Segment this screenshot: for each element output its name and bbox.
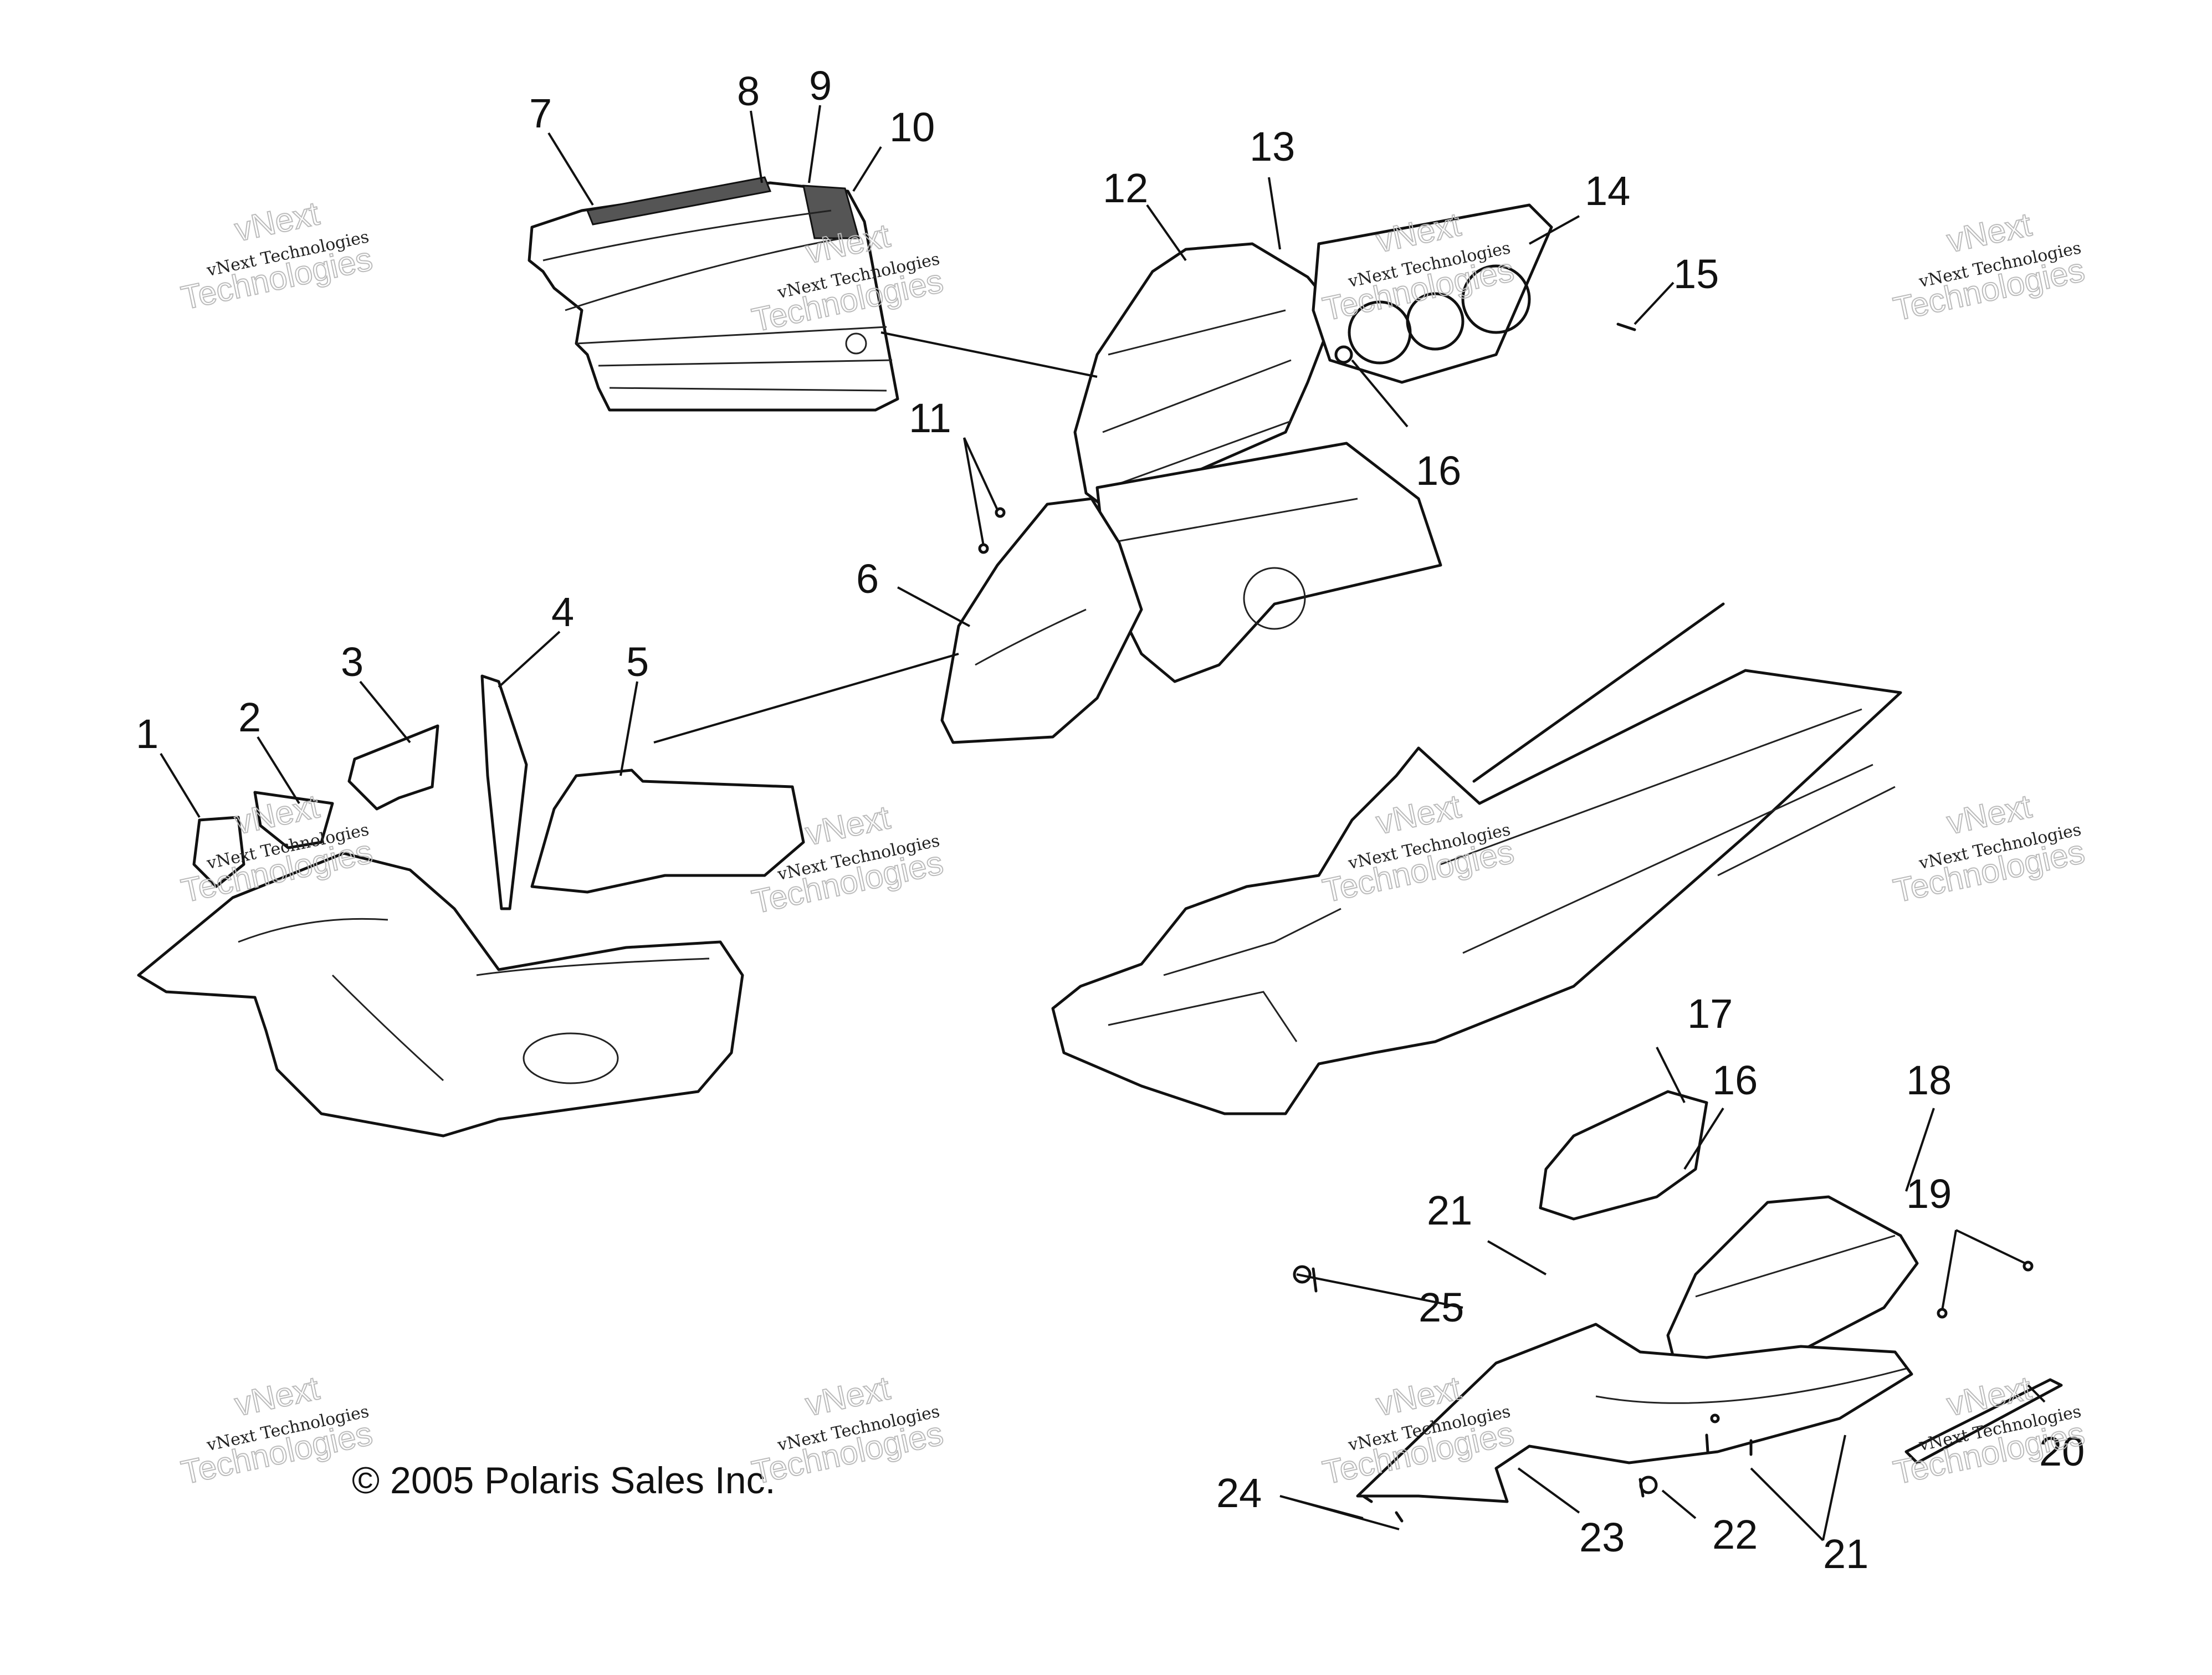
callout-12: 12 <box>1103 165 1148 211</box>
upper-panel-assembly <box>940 203 1636 744</box>
callout-16-top: 16 <box>1416 448 1461 494</box>
callout-5: 5 <box>626 639 649 685</box>
callout-9: 9 <box>809 63 832 109</box>
callout-10: 10 <box>889 104 935 150</box>
callout-15: 15 <box>1673 251 1719 297</box>
leader-lines <box>160 105 2046 1541</box>
callout-17: 17 <box>1687 991 1733 1037</box>
chassis-tunnel <box>1051 602 1902 1115</box>
side-panel-assembly <box>137 674 805 1138</box>
callout-6: 6 <box>856 556 879 602</box>
callout-13: 13 <box>1250 124 1295 170</box>
callout-2: 2 <box>238 694 261 740</box>
hood-assembly <box>528 176 899 412</box>
callout-25: 25 <box>1419 1284 1464 1330</box>
callout-22: 22 <box>1712 1512 1758 1558</box>
callout-21-top: 21 <box>1427 1187 1472 1233</box>
watermark-8: vNext vNext Technologies Technologies <box>1890 787 2088 910</box>
callout-18: 18 <box>1906 1057 1952 1103</box>
callout-4: 4 <box>551 589 574 635</box>
callout-8: 8 <box>737 68 760 114</box>
callout-11: 11 <box>909 395 951 441</box>
callout-labels: 1 2 3 4 5 6 7 8 9 10 11 12 13 14 15 16 1… <box>136 63 2085 1577</box>
callout-14: 14 <box>1585 168 1630 214</box>
callout-1: 1 <box>136 711 158 757</box>
callout-7: 7 <box>529 90 552 136</box>
callout-20: 20 <box>2039 1428 2085 1474</box>
watermark-1: vNext vNext Technologies Technologies <box>177 194 376 317</box>
watermark-10: vNext vNext Technologies Technologies <box>748 1369 947 1492</box>
watermark-9: vNext vNext Technologies Technologies <box>177 1369 376 1492</box>
callout-23: 23 <box>1579 1514 1625 1560</box>
callout-21-bottom: 21 <box>1823 1531 1868 1577</box>
callout-24: 24 <box>1216 1470 1262 1516</box>
watermark-4: vNext vNext Technologies Technologies <box>1890 205 2088 328</box>
callout-16-bottom: 16 <box>1712 1057 1758 1103</box>
callout-19: 19 <box>1906 1171 1952 1217</box>
nose-assembly <box>1293 1090 2063 1523</box>
copyright-text: © 2005 Polaris Sales Inc. <box>352 1459 776 1502</box>
callout-3: 3 <box>341 639 363 685</box>
